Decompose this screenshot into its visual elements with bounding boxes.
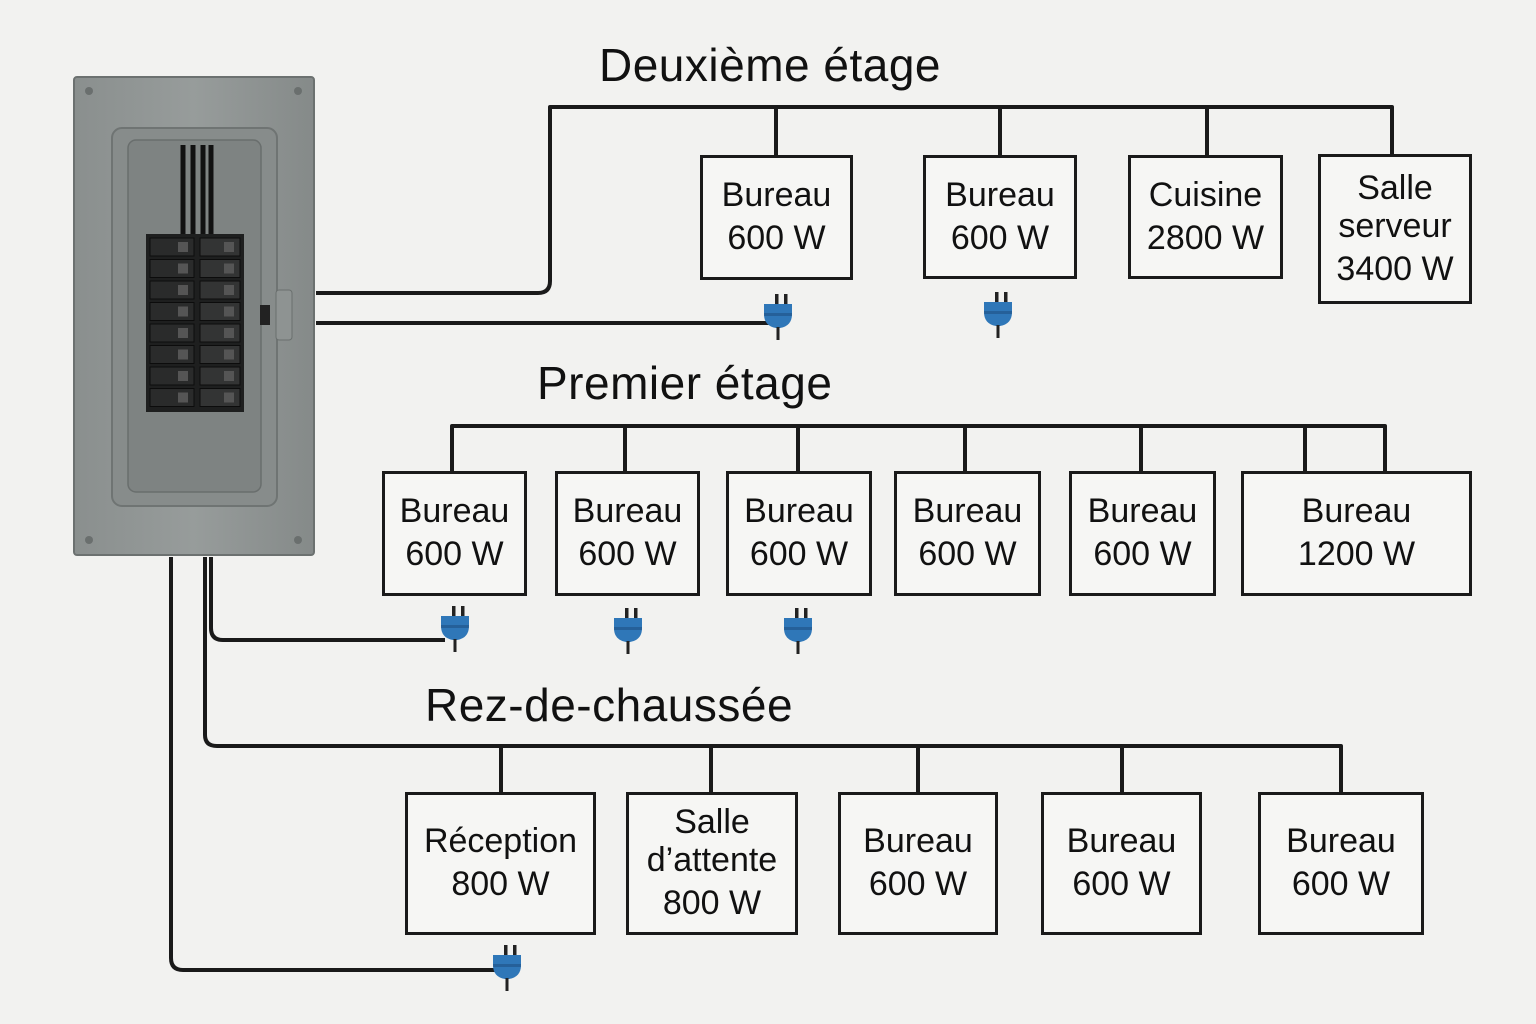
room-name: Cuisine — [1148, 175, 1263, 214]
breaker-handle — [224, 263, 234, 274]
breaker-handle — [178, 285, 188, 295]
room-name: Salle d’attente — [646, 803, 778, 880]
room-power: 600 W — [950, 218, 1050, 257]
room-power: 600 W — [1291, 865, 1391, 904]
electrical-panel-icon — [73, 76, 315, 556]
room-box: Bureau 600 W — [700, 155, 853, 280]
room-box: Salle d’attente 800 W — [626, 792, 798, 935]
room-box: Bureau 600 W — [382, 471, 527, 596]
breaker-handle — [178, 371, 188, 381]
room-box: Bureau 600 W — [555, 471, 700, 596]
breaker-handle — [224, 349, 234, 360]
plug-outlet-icon — [764, 294, 792, 340]
room-name: Bureau — [721, 176, 832, 215]
room-box: Bureau 1200 W — [1241, 471, 1472, 596]
room-power: 600 W — [749, 535, 849, 574]
room-box: Bureau 600 W — [1258, 792, 1424, 935]
room-power: 1200 W — [1297, 535, 1416, 574]
room-box: Bureau 600 W — [838, 792, 998, 935]
breaker-handle — [178, 242, 188, 252]
breaker-handle — [178, 392, 188, 403]
room-box: Bureau 600 W — [1041, 792, 1202, 935]
room-box: Bureau 600 W — [1069, 471, 1216, 596]
plug-outlet-icon — [984, 292, 1012, 338]
breaker-handle — [224, 285, 234, 295]
room-power: 600 W — [868, 865, 968, 904]
room-name: Bureau — [1087, 492, 1198, 531]
circuit-wire — [209, 557, 445, 642]
breaker-handle — [178, 349, 188, 360]
plug-outlet-icon — [784, 608, 812, 654]
room-power: 600 W — [727, 219, 826, 258]
room-name: Bureau — [945, 175, 1055, 214]
room-power: 3400 W — [1336, 249, 1454, 288]
breaker-handle — [178, 263, 188, 274]
room-name: Bureau — [1066, 822, 1177, 861]
room-name: Bureau — [1286, 822, 1396, 861]
room-power: 600 W — [578, 535, 677, 574]
floor-title-ground: Rez-de-chaussée — [425, 679, 794, 731]
circuit-wire — [450, 424, 1387, 471]
room-box: Salle serveur 3400 W — [1318, 154, 1472, 304]
room-power: 800 W — [451, 865, 550, 904]
breaker-handle — [178, 328, 188, 338]
breaker-handle — [178, 306, 188, 317]
room-box: Bureau 600 W — [923, 155, 1077, 279]
circuit-wire — [169, 557, 495, 972]
room-power: 800 W — [662, 884, 762, 923]
circuit-wire — [203, 557, 1343, 792]
room-power: 600 W — [405, 535, 504, 574]
room-name: Bureau — [1301, 492, 1412, 531]
room-power: 600 W — [1093, 535, 1192, 574]
floor-title-second: Deuxième étage — [599, 39, 941, 91]
breaker-handle — [224, 306, 234, 317]
room-name: Réception — [423, 822, 578, 861]
room-name: Bureau — [399, 492, 510, 531]
room-name: Bureau — [863, 822, 973, 861]
room-box: Réception 800 W — [405, 792, 596, 935]
room-box: Bureau 600 W — [894, 471, 1041, 596]
room-name: Salle serveur — [1338, 168, 1452, 245]
room-name: Bureau — [572, 492, 683, 531]
room-power: 2800 W — [1146, 218, 1265, 257]
breaker-handle — [224, 242, 234, 252]
plug-outlet-icon — [441, 606, 469, 652]
room-power: 600 W — [1072, 865, 1171, 904]
floor-title-first: Premier étage — [537, 357, 833, 409]
plug-outlet-icon — [493, 945, 521, 991]
breaker-handle — [224, 392, 234, 403]
room-name: Bureau — [744, 492, 854, 531]
room-name: Bureau — [912, 492, 1023, 531]
circuit-wire — [316, 105, 1394, 295]
breaker-handle — [224, 328, 234, 338]
room-power: 600 W — [918, 535, 1017, 574]
room-box: Bureau 600 W — [726, 471, 872, 596]
breaker-handle — [224, 371, 234, 381]
room-box: Cuisine 2800 W — [1128, 155, 1283, 279]
plug-outlet-icon — [614, 608, 642, 654]
